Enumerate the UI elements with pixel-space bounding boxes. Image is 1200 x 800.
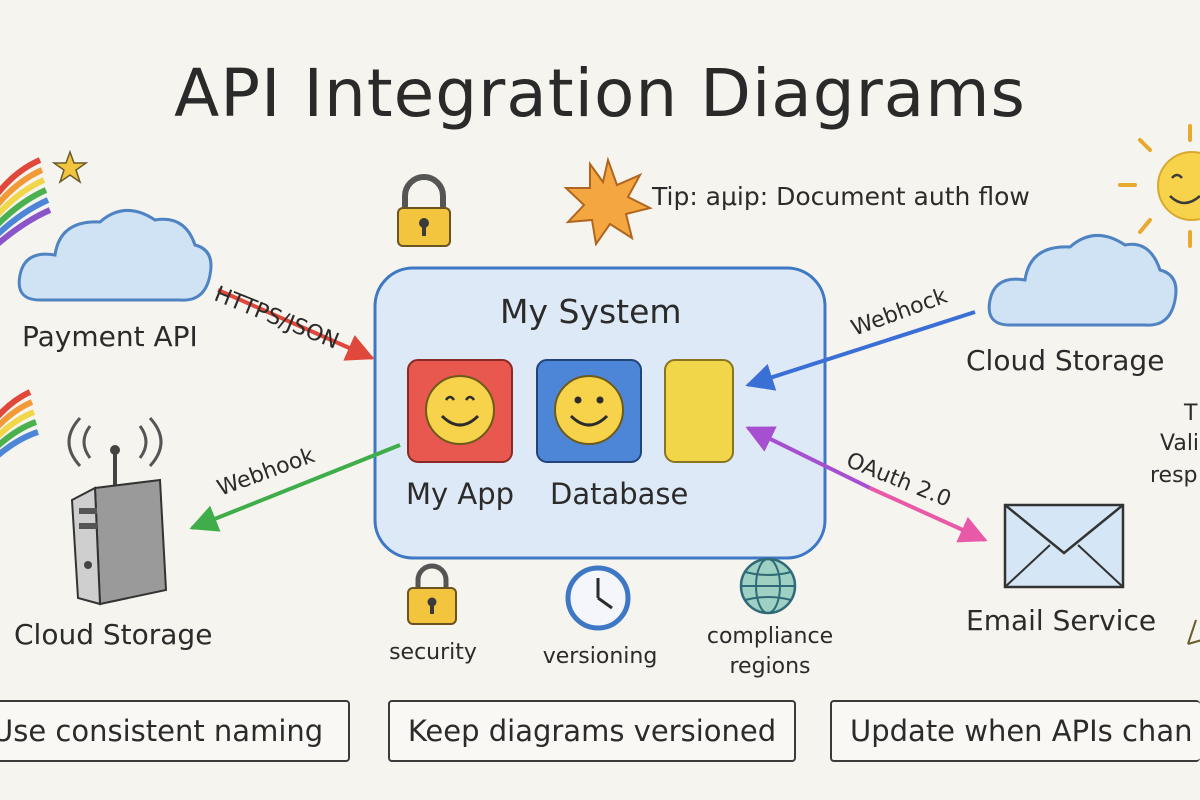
clock-icon	[565, 565, 631, 631]
cloud-storage-left-label: Cloud Storage	[14, 618, 213, 651]
my-app-tile	[407, 359, 513, 463]
rainbow-icon	[0, 157, 52, 246]
arrow-webhook-right	[745, 310, 976, 391]
arrow-https-json	[217, 288, 375, 361]
edge-note-line-2: Vali	[1160, 431, 1200, 456]
tip-text: Tip: aμip: Document auth flow	[652, 182, 1030, 211]
sun-icon	[1118, 124, 1200, 248]
cloud-icon	[987, 234, 1178, 327]
tip-box-update: Update when APIs chan	[830, 700, 1200, 762]
edge-note-line-3: resp	[1150, 463, 1198, 488]
tip-box-update-text: Update when APIs chan	[850, 714, 1193, 748]
globe-icon	[739, 557, 797, 615]
tip-box-versioned: Keep diagrams versioned	[388, 700, 796, 762]
email-service-label: Email Service	[966, 604, 1157, 637]
tip-box-versioned-text: Keep diagrams versioned	[407, 714, 777, 748]
edge-note-line-1: T	[1184, 401, 1198, 426]
payment-api-label: Payment API	[22, 320, 198, 353]
server-icon	[67, 416, 168, 606]
arrow-oauth-to-system	[745, 426, 871, 490]
security-padlock-icon	[407, 563, 457, 625]
star-icon	[51, 149, 89, 184]
page-title: API Integration Diagrams	[174, 55, 1026, 132]
cloud-storage-right-label: Cloud Storage	[966, 344, 1165, 377]
yellow-component-tile	[664, 359, 734, 463]
versioning-label: versioning	[542, 644, 658, 669]
pencil-mark	[1187, 619, 1200, 645]
tip-box-naming: Use consistent naming	[0, 700, 350, 762]
database-label: Database	[550, 477, 689, 511]
database-tile	[536, 359, 642, 463]
system-title: My System	[500, 292, 682, 331]
arrow-webhook-left	[189, 443, 401, 532]
starburst-icon	[563, 156, 653, 247]
tip-box-naming-text: Use consistent naming	[0, 714, 324, 748]
rainbow-icon	[0, 389, 39, 458]
arrow-oauth-to-email	[869, 486, 988, 543]
compliance-label: compliance regions	[706, 624, 834, 679]
security-label: security	[389, 640, 477, 665]
padlock-icon	[397, 174, 451, 247]
my-app-label: My App	[406, 477, 515, 511]
envelope-icon	[1003, 503, 1125, 589]
cloud-icon	[17, 209, 213, 302]
